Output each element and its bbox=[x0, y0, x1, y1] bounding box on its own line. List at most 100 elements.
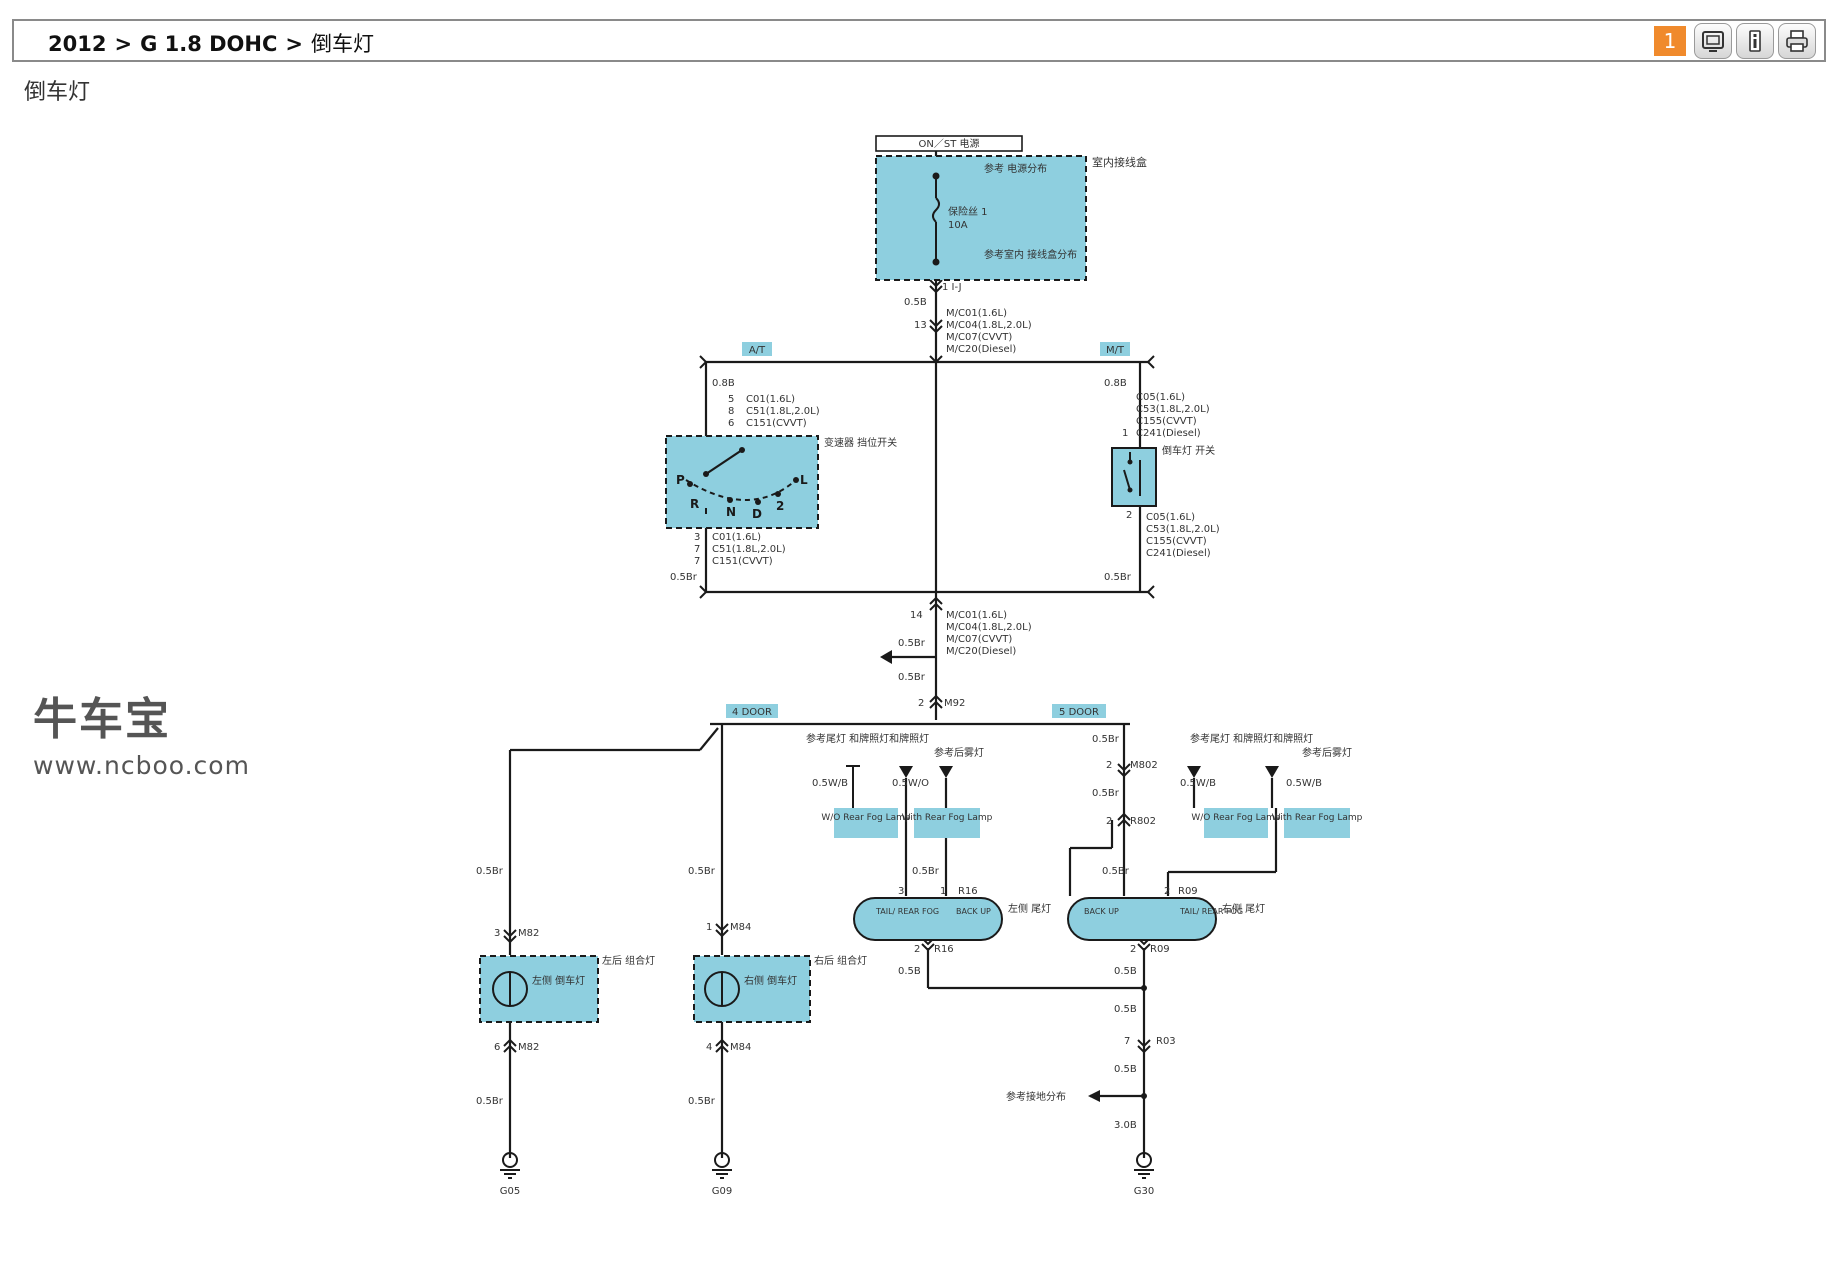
gear-2: 2 bbox=[776, 499, 784, 513]
conn-m84-bot: M84 bbox=[730, 1042, 751, 1053]
watermark-url: www.ncboo.com bbox=[33, 751, 250, 780]
pin-m82-top: 3 bbox=[494, 928, 500, 939]
wire-r09-gnd: 0.5B bbox=[1114, 966, 1137, 977]
breadcrumb-current: 倒车灯 bbox=[311, 32, 375, 56]
breadcrumb-engine[interactable]: G 1.8 DOHC bbox=[140, 32, 278, 56]
info-icon bbox=[1749, 30, 1761, 52]
conn-main-3: M/C20(Diesel) bbox=[946, 344, 1016, 355]
wire-lower-a: 0.5Br bbox=[898, 638, 926, 649]
at-pin-top-0: 5 bbox=[728, 394, 734, 405]
tail-rear-fog-right: TAIL/ REAR FOG bbox=[1179, 907, 1243, 916]
mt-label: M/T bbox=[1106, 345, 1125, 356]
mt-conn-top-3: C241(Diesel) bbox=[1136, 428, 1201, 439]
wire-join: 0.5B bbox=[1114, 1004, 1137, 1015]
mt-conn-bot-2: C155(CVVT) bbox=[1146, 536, 1207, 547]
conn-lower-2: M/C07(CVVT) bbox=[946, 634, 1012, 645]
ground-right: G30 bbox=[1134, 1186, 1154, 1197]
conn-r09: R09 bbox=[1178, 886, 1198, 897]
rh-tail-lamp bbox=[1067, 897, 1217, 941]
rh-combination-lamp bbox=[693, 955, 811, 1023]
wire-swo-right: 0.5W/B bbox=[1286, 778, 1322, 789]
breadcrumb: 2012 > G 1.8 DOHC > 倒车灯 bbox=[48, 28, 374, 58]
gear-p: P bbox=[676, 473, 685, 487]
mt-pin-bottom: 2 bbox=[1126, 510, 1132, 521]
conn-m84-top: M84 bbox=[730, 922, 751, 933]
pin-r03: 7 bbox=[1124, 1036, 1130, 1047]
ref-fog-right: 参考尾灯 和牌照灯和牌照灯 bbox=[1190, 732, 1313, 745]
at-pin-bot-2: 7 bbox=[694, 556, 700, 567]
fuse-rating: 10A bbox=[948, 220, 968, 231]
info-button[interactable] bbox=[1736, 23, 1774, 59]
lamp-lh-inner: 左侧 倒车灯 bbox=[532, 974, 585, 987]
ref-power-dist: 参考 电源分布 bbox=[984, 162, 1047, 175]
conn-m92: M92 bbox=[944, 698, 965, 709]
ref-fog-left: 参考尾灯 和牌照灯和牌照灯 bbox=[806, 732, 929, 745]
mt-conn-top-2: C155(CVVT) bbox=[1136, 416, 1197, 427]
print-icon bbox=[1786, 30, 1808, 52]
gear-r: R bbox=[690, 497, 699, 511]
wire-swr-left: 0.5W/B bbox=[812, 778, 848, 789]
conn-m82-bot: M82 bbox=[518, 1042, 539, 1053]
mt-wire-top: 0.8B bbox=[1104, 378, 1127, 389]
mt-conn-bot-3: C241(Diesel) bbox=[1146, 548, 1211, 559]
wire-r16-gnd: 0.5B bbox=[898, 966, 921, 977]
breadcrumb-year[interactable]: 2012 bbox=[48, 32, 107, 56]
mt-conn-top-0: C05(1.6L) bbox=[1136, 392, 1185, 403]
gear-n: N bbox=[726, 505, 736, 519]
breadcrumb-separator: > bbox=[114, 32, 133, 56]
ref-jbox-dist: 参考室内 接线盒分布 bbox=[984, 248, 1077, 261]
door5-label: 5 DOOR bbox=[1059, 707, 1099, 718]
back-up-left: BACK UP bbox=[956, 907, 991, 916]
conn-r03: R03 bbox=[1156, 1036, 1176, 1047]
at-conn-bot-1: C51(1.8L,2.0L) bbox=[712, 544, 786, 555]
lh-combination-lamp bbox=[479, 955, 599, 1023]
pin-m802a: 2 bbox=[1106, 760, 1112, 771]
breadcrumb-bar: 2012 > G 1.8 DOHC > 倒车灯 1 bbox=[12, 19, 1826, 62]
page-number-badge[interactable]: 1 bbox=[1654, 26, 1686, 56]
mt-conn-top-1: C53(1.8L,2.0L) bbox=[1136, 404, 1210, 415]
with-fog-left: With Rear Fog Lamp bbox=[902, 813, 993, 823]
pin-m82-bot: 6 bbox=[494, 1042, 500, 1053]
mt-conn-bot-1: C53(1.8L,2.0L) bbox=[1146, 524, 1220, 535]
at-pin-top-1: 8 bbox=[728, 406, 734, 417]
at-pin-bot-0: 3 bbox=[694, 532, 700, 543]
lh-tail-lamp bbox=[853, 897, 1003, 941]
fullscreen-icon bbox=[1702, 31, 1724, 52]
lamp-rh-inner: 右侧 倒车灯 bbox=[744, 974, 797, 987]
conn-m802a: M802 bbox=[1130, 760, 1158, 771]
wire-rh-gnd: 0.5Br bbox=[688, 1096, 716, 1107]
at-conn-top-1: C51(1.8L,2.0L) bbox=[746, 406, 820, 417]
at-wire-bottom: 0.5Br bbox=[670, 572, 698, 583]
pin-m84-bot: 4 bbox=[706, 1042, 712, 1053]
mt-wire-bottom: 0.5Br bbox=[1104, 572, 1132, 583]
at-conn-bot-0: C01(1.6L) bbox=[712, 532, 761, 543]
wo-fog-right: W/O Rear Fog Lamp bbox=[1191, 813, 1281, 823]
lamp-rh-label: 右后 组合灯 bbox=[814, 954, 867, 967]
ground-mid: G09 bbox=[712, 1186, 732, 1197]
mt-pin-top: 1 bbox=[1122, 428, 1128, 439]
wire-5door-b: 0.5Br bbox=[1092, 788, 1120, 799]
wire-lh-m82: 0.5Br bbox=[476, 866, 504, 877]
fuse-label: 保险丝 1 bbox=[948, 205, 988, 218]
pin-lower: 14 bbox=[910, 610, 923, 621]
at-wire-top: 0.8B bbox=[712, 378, 735, 389]
tail-rear-fog-left: TAIL/ REAR FOG bbox=[875, 907, 939, 916]
wire-main: 0.5B bbox=[904, 297, 927, 308]
pin-r16-a: 3 bbox=[898, 886, 904, 897]
wire-r03: 0.5B bbox=[1114, 1064, 1137, 1075]
at-conn-top-2: C151(CVVT) bbox=[746, 418, 807, 429]
conn-main-2: M/C07(CVVT) bbox=[946, 332, 1012, 343]
watermark-brand: 牛车宝 bbox=[33, 694, 171, 745]
fuse-box-label: 室内接线盒 bbox=[1092, 155, 1147, 169]
print-button[interactable] bbox=[1778, 23, 1816, 59]
watermark: 牛车宝 www.ncboo.com bbox=[33, 694, 250, 781]
pin-m92: 2 bbox=[918, 698, 924, 709]
breadcrumb-separator: > bbox=[285, 32, 304, 56]
wire-rh-m84: 0.5Br bbox=[688, 866, 716, 877]
toolbar: 1 bbox=[1654, 23, 1816, 59]
wire-lower-b: 0.5Br bbox=[898, 672, 926, 683]
wire-swr-right: 0.5W/B bbox=[1180, 778, 1216, 789]
fullscreen-button[interactable] bbox=[1694, 23, 1732, 59]
wire-swo-left: 0.5W/O bbox=[892, 778, 929, 789]
